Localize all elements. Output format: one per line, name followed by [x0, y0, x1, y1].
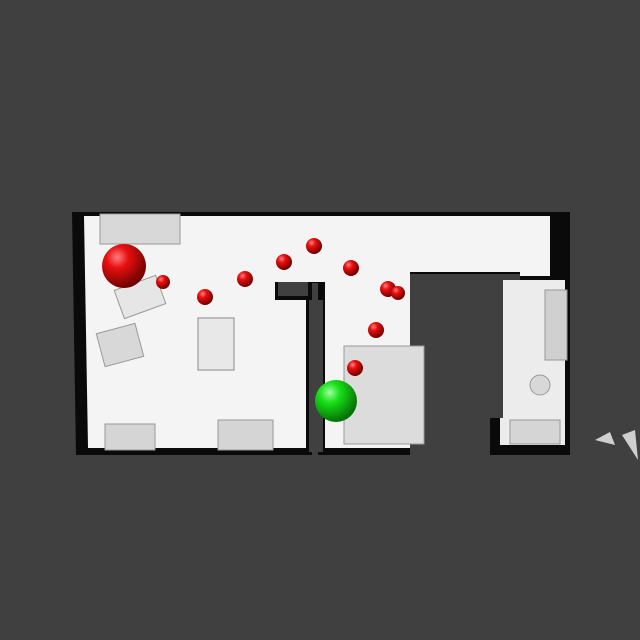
red-sphere-icon	[306, 238, 322, 254]
hall-dark	[278, 282, 308, 296]
floor-plan	[72, 212, 638, 460]
path-markers	[102, 238, 405, 422]
red-sphere-icon	[343, 260, 359, 276]
red-sphere-icon	[391, 286, 405, 300]
sink	[544, 289, 568, 361]
wall-divider	[309, 300, 323, 452]
notch-dark	[413, 278, 503, 418]
red-sphere-icon	[276, 254, 292, 270]
floor-living	[84, 216, 550, 448]
armchair	[95, 322, 145, 368]
debris	[595, 430, 638, 460]
red-sphere-icon	[368, 322, 384, 338]
red-sphere-icon	[156, 275, 170, 289]
red-sphere-icon	[347, 360, 363, 376]
large-red-sphere-icon	[102, 244, 146, 288]
sofa	[99, 213, 181, 245]
tv-stand	[217, 419, 274, 451]
bathtub	[509, 419, 561, 445]
red-sphere-icon	[237, 271, 253, 287]
dining-table	[197, 317, 235, 371]
counter	[104, 423, 156, 451]
bed	[343, 345, 425, 445]
green-sphere-icon	[315, 380, 357, 422]
red-sphere-icon	[197, 289, 213, 305]
toilet	[529, 374, 551, 396]
